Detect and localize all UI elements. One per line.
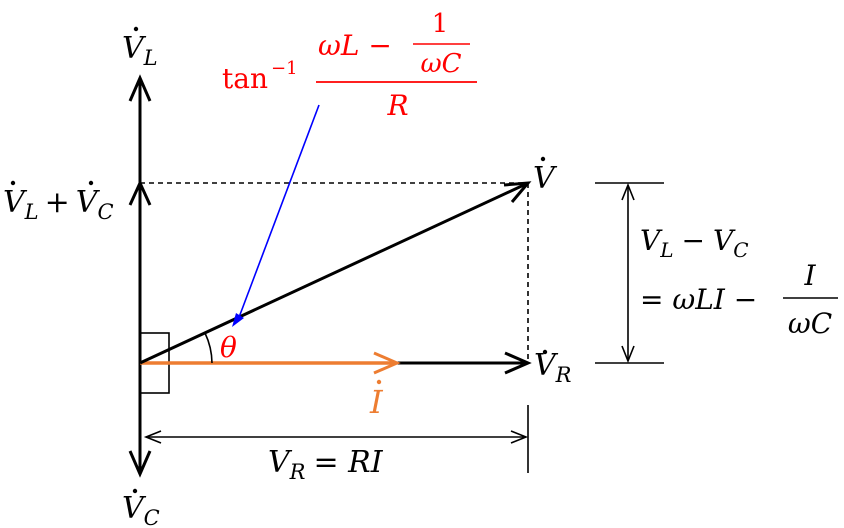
theta-arc xyxy=(204,332,213,364)
label-theta: θ xyxy=(220,331,237,364)
tan-den: R xyxy=(386,89,408,122)
vr-arrowhead xyxy=(504,351,532,375)
vl-plus-vc-arrowhead xyxy=(128,179,152,206)
label-i: I xyxy=(369,383,384,421)
tan-func: tan xyxy=(222,62,268,95)
tan-exp: −1 xyxy=(271,58,298,79)
label-v: V xyxy=(533,161,558,196)
pointer-line xyxy=(237,104,320,321)
label-vl: VL xyxy=(122,31,158,70)
v-vector-line xyxy=(139,182,527,365)
vl-arrowhead xyxy=(128,74,152,102)
tan-num-left: ωL − xyxy=(318,29,392,62)
v-arrowhead xyxy=(503,181,532,203)
vr-equation: VR= RI xyxy=(268,445,384,484)
tan-inner-num: 1 xyxy=(432,9,449,39)
vr-dot xyxy=(542,349,548,355)
label-vl-plus-vc: VL+VC xyxy=(3,185,114,224)
dim-arrow-down xyxy=(621,345,635,364)
dim-arrow-left xyxy=(143,430,162,444)
vlvc-frac-num: I xyxy=(803,259,816,292)
tan-inverse-formula: tan −1 ωL − 1 ωC R xyxy=(222,9,477,122)
vl-dot xyxy=(133,26,139,32)
i-dot xyxy=(376,379,382,385)
pointer-arrowhead xyxy=(232,313,244,327)
vlvc-diff-eq: = ωLI − xyxy=(640,283,757,316)
vc-arrowhead xyxy=(128,450,152,478)
current-arrowhead xyxy=(373,351,401,375)
dim-arrow-up xyxy=(621,182,635,201)
vlvc-dot-1 xyxy=(10,180,16,186)
vlvc-dot-2 xyxy=(88,180,94,186)
label-vr: VR xyxy=(534,348,572,387)
vlvc-frac-den: ωC xyxy=(788,307,832,340)
vc-dot xyxy=(132,488,138,494)
vlvc-diff-top: VL−VC xyxy=(640,224,749,262)
dim-arrow-right xyxy=(510,430,529,444)
tan-inner-den: ωC xyxy=(420,49,461,79)
label-vc: VC xyxy=(122,491,160,528)
v-dot xyxy=(540,156,546,162)
vl-minus-vc-formula: VL−VC = ωLI − I ωC xyxy=(640,224,838,340)
